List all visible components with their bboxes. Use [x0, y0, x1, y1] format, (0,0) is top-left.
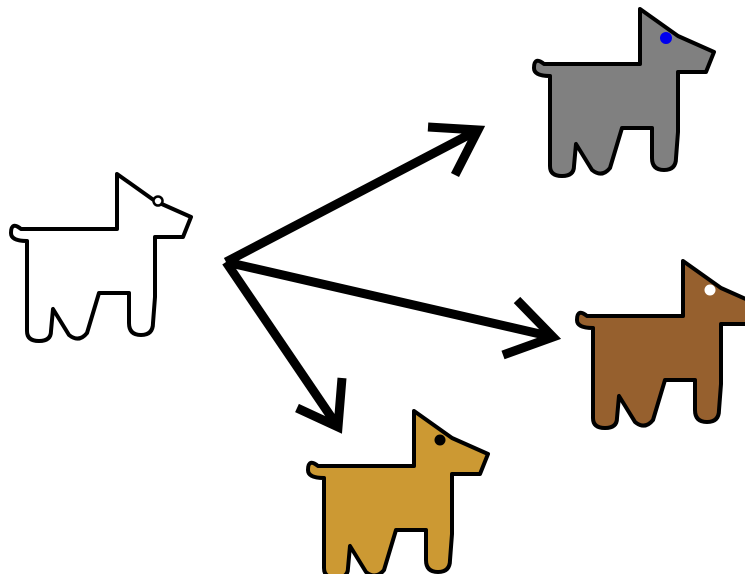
target-dog-brown: [575, 259, 745, 430]
dog-eye: [152, 195, 164, 207]
dog-icon: [532, 7, 716, 178]
dog-icon: [575, 259, 745, 430]
dog-eye: [660, 32, 672, 44]
arrow-to-gray-dog: [223, 122, 486, 266]
dog-icon: [9, 172, 193, 343]
arrow-to-brown-dog: [224, 257, 562, 360]
dog-eye: [434, 434, 446, 446]
arrow-to-tan-dog: [222, 259, 347, 434]
target-dog-tan: [306, 409, 490, 574]
source-dog: [9, 172, 193, 343]
dog-icon: [306, 409, 490, 574]
target-dog-gray: [532, 7, 716, 178]
arrows-group: [222, 122, 562, 434]
dog-eye: [704, 284, 716, 296]
